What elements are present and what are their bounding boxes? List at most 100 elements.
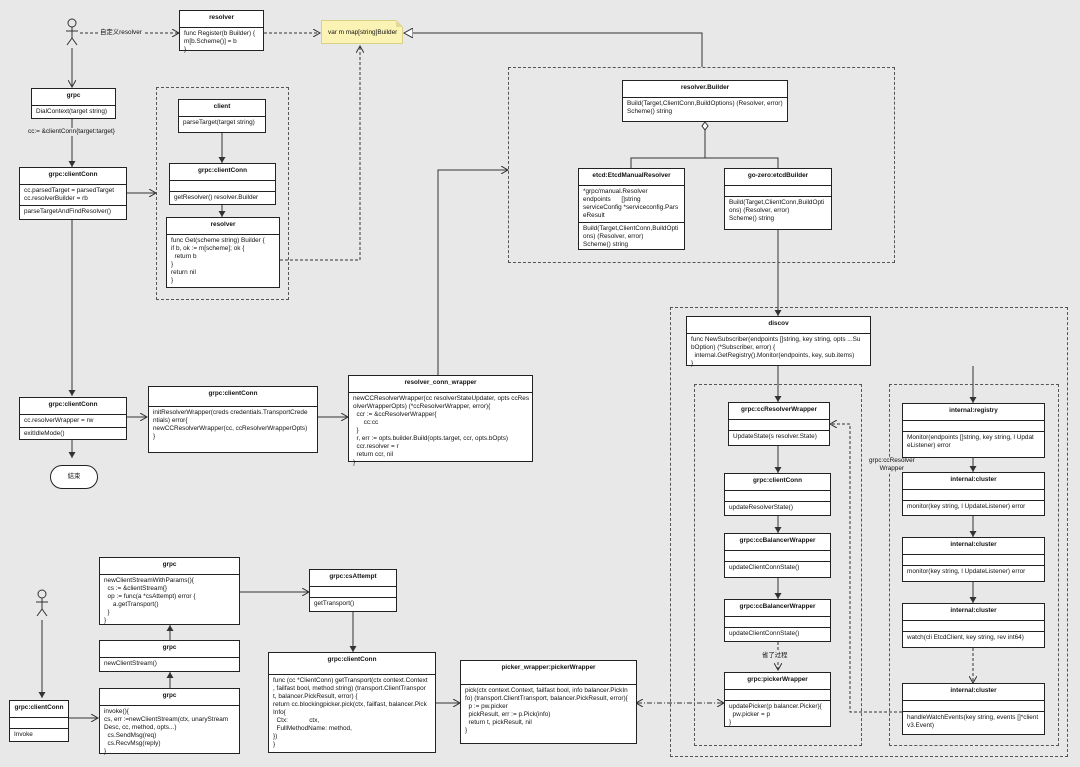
- grpc-clientconn-inner2-attrs: [725, 491, 830, 501]
- grpc-newclientstream-params-box: grpc newClientStreamWithParams(){ cs := …: [99, 557, 240, 625]
- resolver-get-title: resolver: [167, 218, 279, 235]
- resolver-register-title: resolver: [180, 11, 263, 28]
- grpc-newclientstream-title: grpc: [100, 641, 239, 658]
- cc-resolver-wrapper-ops: UpdateState(s resolver.State): [729, 430, 829, 443]
- resolver-conn-wrapper-body: newCCResolverWrapper(cc resolverStateUpd…: [353, 395, 530, 466]
- grpc-clientconn-inner-ops: getResolver() resolver.Builder: [170, 191, 275, 204]
- internal-cluster-3-title: internal:cluster: [903, 604, 1044, 621]
- etcd-manual-resolver-attrs: *grpc/manual.Resolver endpoints []string…: [583, 188, 679, 219]
- resolver-builder-body: Build(Target,ClientConn,BuildOptions) (R…: [627, 100, 783, 115]
- grpc-csattempt-ops: getTransport(): [310, 597, 396, 610]
- grpc-picker-wrapper-attrs: [725, 690, 830, 700]
- gozero-etcd-builder-ops: Build(Target,ClientConn,BuildOpti ons) (…: [725, 196, 831, 225]
- internal-cluster-2-title: internal:cluster: [903, 538, 1044, 555]
- grpc-clientconn-invoke-box: grpc:clientConn Invoke: [9, 700, 69, 742]
- resolver-get-body: func Get(scheme string) Builder { if b, …: [171, 237, 265, 284]
- grpc-csattempt-attrs: [310, 587, 396, 597]
- resolver-register-body: func Register(b Builder) { m[b.Scheme()]…: [184, 30, 256, 53]
- internal-registry-ops: Monitor(endpoints []string, key string, …: [903, 431, 1044, 452]
- internal-cluster-2-ops: monitor(key string, l UpdateListener) er…: [903, 565, 1044, 578]
- grpc-clientconn-invoke-ops: Invoke: [10, 728, 68, 741]
- internal-cluster-4-ops: handleWatchEvents(key string, events []*…: [903, 711, 1044, 732]
- internal-registry-title: internal:registry: [903, 404, 1044, 421]
- actor-top: [66, 18, 78, 46]
- cc-resolver-wrapper-box: grpc:ccResolverWrapper UpdateState(s res…: [728, 402, 830, 446]
- grpc-clientconn-inner2-ops: updateResolverState(): [725, 501, 830, 514]
- cc-balancer-wrapper-2-title: grpc:ccBalancerWrapper: [725, 600, 830, 617]
- grpc-picker-wrapper-ops: updatePicker(p balancer.Picker){ pw.pick…: [725, 700, 830, 729]
- picker-wrapper-body: pick(ctx context.Context, failfast bool,…: [465, 687, 628, 734]
- cc-balancer-wrapper-1-attrs: [725, 551, 830, 561]
- internal-cluster-2-attrs: [903, 555, 1044, 565]
- builder-frame: [508, 67, 895, 263]
- internal-cluster-1-title: internal:cluster: [903, 473, 1044, 490]
- grpc-newclientstream-params-body: newClientStreamWithParams(){ cs := &clie…: [104, 577, 196, 624]
- resolver-conn-wrapper-title: resolver_conn_wrapper: [349, 376, 532, 393]
- etcd-manual-resolver-ops: Build(Target,ClientConn,BuildOpti ons) (…: [579, 222, 684, 251]
- discov-frame: [670, 307, 1068, 757]
- internal-cluster-4-attrs: [903, 701, 1044, 711]
- etcd-manual-resolver-title: etcd:EtcdManualResolver: [579, 169, 684, 186]
- grpc-clientconn-inner2-title: grpc:clientConn: [725, 474, 830, 491]
- resolver-register-box: resolver func Register(b Builder) { m[b.…: [179, 10, 264, 53]
- grpc-dial-box: grpc DialContext(target string): [31, 88, 116, 119]
- resolver-builder-box: resolver.Builder Build(Target,ClientConn…: [622, 80, 788, 122]
- cc-resolver-wrapper-attrs: [729, 420, 829, 430]
- grpc-clientconn-2-title: grpc:clientConn: [20, 398, 126, 415]
- internal-frame: [889, 384, 1059, 746]
- builder-map-note: var m map[string]Builder: [321, 20, 403, 44]
- grpc-clientconn-4-title: grpc:clientConn: [269, 653, 435, 675]
- internal-registry-attrs: [903, 421, 1044, 431]
- grpc-clientconn-2-attrs: cc.resolverWrapper = rw: [24, 417, 94, 424]
- cc-resolver-wrapper-side-label: grpc:ccResolver Wrapper: [869, 457, 915, 473]
- grpc-invoke-body: invoke(){ cs, err :=newClientStream(ctx,…: [104, 708, 229, 755]
- grpc-invoke-box: grpc invoke(){ cs, err :=newClientStream…: [99, 688, 240, 755]
- grpc-dial-title: grpc: [32, 89, 115, 106]
- discov-title: discov: [687, 317, 870, 334]
- internal-cluster-1-attrs: [903, 490, 1044, 500]
- grpc-inner-frame: [694, 384, 862, 746]
- client-frame: [156, 87, 289, 300]
- client-box: client parseTarget(target string): [178, 99, 266, 133]
- grpc-newclientstream-params-title: grpc: [100, 558, 239, 575]
- discov-body: func NewSubscriber(endpoints []string, k…: [691, 336, 861, 367]
- internal-cluster-3-attrs: [903, 621, 1044, 631]
- resolver-builder-title: resolver.Builder: [623, 81, 787, 98]
- cc-balancer-wrapper-1-ops: updateClientConnState(): [725, 561, 830, 574]
- grpc-csattempt-title: grpc:csAttempt: [310, 570, 396, 587]
- gozero-etcd-builder-title: go-zero:etcdBuilder: [725, 169, 831, 186]
- grpc-clientconn-box-2: grpc:clientConn cc.resolverWrapper = rw …: [19, 397, 127, 440]
- grpc-newclientstream-body: newClientStream(): [104, 660, 157, 667]
- internal-cluster-1-ops: monitor(key string, l UpdateListener) er…: [903, 500, 1044, 513]
- grpc-clientconn-inner-title: grpc:clientConn: [170, 164, 275, 181]
- grpc-invoke-title: grpc: [100, 689, 239, 706]
- grpc-clientconn-4-body: func (cc *ClientConn) getTransport(ctx c…: [273, 677, 428, 748]
- resolver-get-box: resolver func Get(scheme string) Builder…: [166, 217, 280, 288]
- grpc-picker-wrapper-box: grpc:pickerWrapper updatePicker(p balanc…: [724, 672, 831, 727]
- cc-balancer-wrapper-1-title: grpc:ccBalancerWrapper: [725, 534, 830, 551]
- internal-cluster-3-ops: watch(cli EtcdClient, key string, rev in…: [903, 631, 1044, 644]
- cc-balancer-wrapper-2-ops: updateClientConnState(): [725, 627, 830, 640]
- grpc-clientconn-inner-attrs: [170, 181, 275, 191]
- internal-cluster-box-4: internal:cluster handleWatchEvents(key s…: [902, 683, 1045, 735]
- grpc-picker-wrapper-title: grpc:pickerWrapper: [725, 673, 830, 690]
- internal-cluster-box-2: internal:cluster monitor(key string, l U…: [902, 537, 1045, 582]
- client-body: parseTarget(target string): [183, 119, 255, 126]
- actor-label: 自定义resolver: [100, 29, 142, 36]
- cc-balancer-wrapper-box-1: grpc:ccBalancerWrapper updateClientConnS…: [724, 533, 831, 578]
- client-title: client: [179, 100, 265, 117]
- grpc-clientconn-3-title: grpc:clientConn: [149, 387, 317, 407]
- grpc-clientconn-3-body: initResolverWrapper(creds credentials.Tr…: [153, 409, 308, 440]
- clientconn-edge-label: cc:= &clientConn{target:target}: [28, 128, 115, 136]
- grpc-clientconn-1-title: grpc:clientConn: [20, 168, 126, 185]
- resolver-conn-wrapper-box: resolver_conn_wrapper newCCResolverWrapp…: [348, 375, 533, 466]
- cc-balancer-wrapper-box-2: grpc:ccBalancerWrapper updateClientConnS…: [724, 599, 831, 642]
- grpc-clientconn-1-attrs: cc.parsedTarget = parsedTarget cc.resolv…: [24, 187, 115, 202]
- picker-wrapper-box: picker_wrapper:pickerWrapper pick(ctx co…: [460, 660, 637, 744]
- actor-bottom: [36, 589, 48, 617]
- picker-wrapper-title: picker_wrapper:pickerWrapper: [461, 661, 636, 685]
- grpc-clientconn-box-1: grpc:clientConn cc.parsedTarget = parsed…: [19, 167, 127, 220]
- gozero-etcd-builder-attrs: [725, 186, 831, 196]
- grpc-dial-body: DialContext(target string): [36, 108, 108, 115]
- grpc-clientconn-invoke-attrs: [10, 718, 68, 728]
